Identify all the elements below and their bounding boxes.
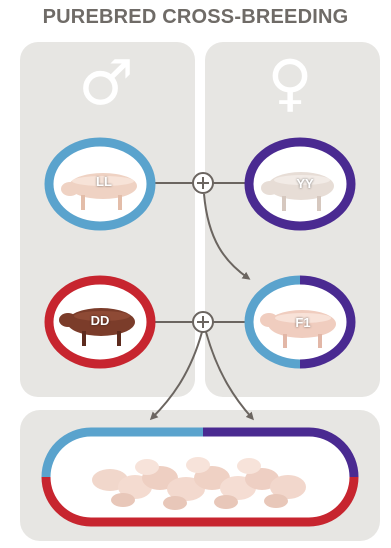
male-symbol-icon: ♂: [78, 46, 134, 119]
arrow-to-offspring-right: [205, 331, 254, 421]
arrow-to-f1: [203, 193, 251, 280]
pill-top-right: [203, 427, 359, 478]
pill-bottom: [41, 476, 359, 527]
pig-ll-circle: [44, 137, 156, 231]
pig-f1-label: F1: [295, 315, 311, 330]
pig-f1-circle: [244, 275, 356, 369]
pig-f1-icon: [260, 310, 336, 348]
f1-ring-right: [299, 275, 356, 369]
female-symbol-icon: ♀: [267, 46, 313, 119]
pig-yy-circle: [244, 137, 356, 231]
pig-ll-icon: [61, 173, 137, 210]
pig-dd-icon: [59, 308, 135, 346]
arrow-to-offspring-left: [149, 331, 203, 421]
cross-icon-top: [192, 172, 214, 194]
pill-top-left: [41, 427, 203, 478]
pig-yy-icon: [261, 172, 334, 211]
f1-ring-left: [244, 275, 301, 369]
pig-dd-label: DD: [90, 313, 110, 328]
pig-dd-circle: [44, 275, 156, 369]
diagram-title: PUREBRED CROSS-BREEDING: [42, 6, 349, 28]
pig-yy-label: YY: [296, 176, 314, 191]
pig-ll-label: LL: [96, 174, 112, 189]
piglet-herd-icon: [92, 457, 306, 510]
cross-icon-bottom: [192, 311, 214, 333]
